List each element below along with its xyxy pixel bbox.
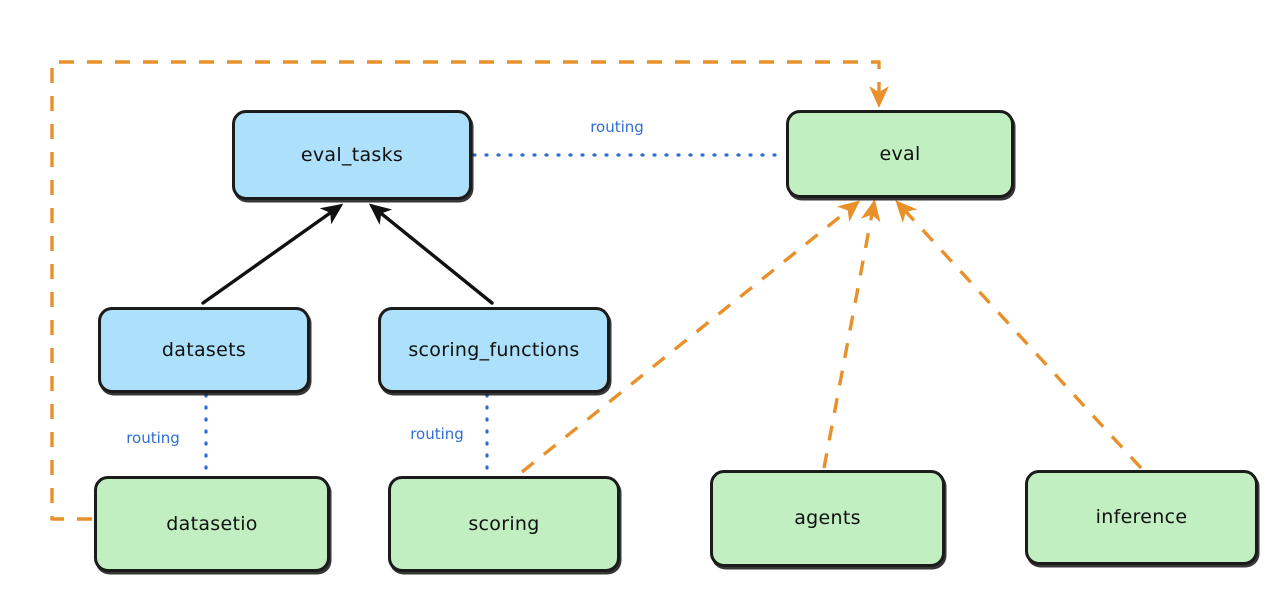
node-inference[interactable]: inference (1025, 470, 1258, 565)
edge-label-routing-datasets-datasetio: routing (126, 429, 180, 447)
node-datasetio[interactable]: datasetio (94, 476, 330, 572)
node-datasets[interactable]: datasets (98, 307, 310, 393)
node-label-datasetio: datasetio (166, 512, 258, 535)
node-eval-tasks[interactable]: eval_tasks (232, 110, 472, 200)
node-label-inference: inference (1095, 506, 1188, 529)
edge-label-routing-scoring-functions-scoring: routing (410, 425, 464, 443)
edge-label-routing-eval-tasks-eval: routing (590, 118, 644, 136)
node-label-eval-tasks: eval_tasks (300, 143, 404, 166)
node-eval[interactable]: eval (786, 110, 1014, 198)
node-agents[interactable]: agents (710, 470, 945, 567)
node-label-eval: eval (879, 142, 921, 165)
node-scoring[interactable]: scoring (388, 476, 620, 572)
node-label-agents: agents (794, 507, 861, 530)
node-label-scoring-functions: scoring_functions (408, 338, 580, 361)
node-scoring-functions[interactable]: scoring_functions (378, 307, 610, 393)
edge-inference-eval (895, 200, 1143, 470)
edge-scoringfunctions-evaltasks (368, 203, 494, 305)
node-label-datasets: datasets (161, 338, 247, 361)
edge-agents-eval (822, 199, 881, 469)
edge-datasets-evaltasks (201, 203, 344, 305)
node-label-scoring: scoring (468, 512, 540, 535)
